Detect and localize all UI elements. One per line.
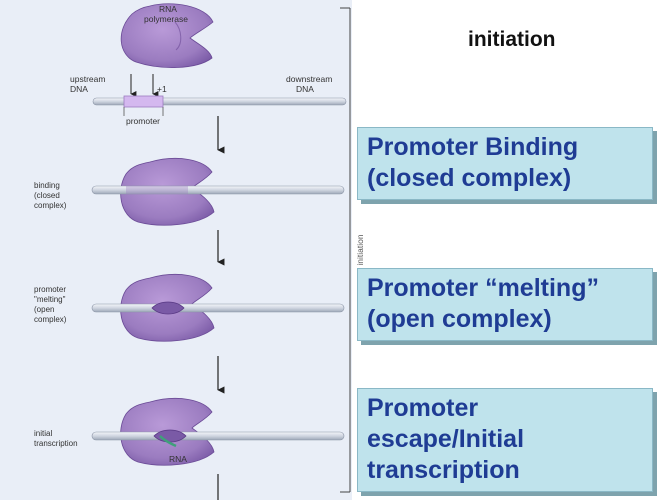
polymerase-label-line2: polymerase bbox=[144, 14, 188, 24]
open-step-label-line1: promoter bbox=[34, 285, 66, 294]
rna-label: RNA bbox=[169, 454, 187, 464]
promoter-region bbox=[123, 95, 164, 108]
promoter-binding-box-line2: (closed complex) bbox=[367, 164, 572, 192]
initiation-bracket: initiation bbox=[340, 7, 365, 493]
closed-step-label-line1: binding bbox=[34, 181, 60, 190]
initiation-bracket-label: initiation bbox=[355, 234, 365, 265]
closed-step-label-line2: (closed bbox=[34, 191, 60, 200]
open-complex: promoter "melting" (open complex) bbox=[34, 273, 345, 342]
open-step-label-line4: complex) bbox=[34, 315, 67, 324]
melted-bubble bbox=[151, 301, 185, 315]
promoter-melting-box: Promoter “melting” (open complex) bbox=[357, 268, 653, 341]
plus-one-label: +1 bbox=[157, 84, 167, 94]
promoter-escape-box-line3: transcription bbox=[367, 456, 520, 484]
promoter-escape-box-line2: escape/Initial bbox=[367, 425, 525, 453]
initial-step-label-line2: transcription bbox=[34, 439, 78, 448]
downstream-label-line2: DNA bbox=[296, 84, 314, 94]
initial-step-label-line1: initial bbox=[34, 429, 52, 438]
open-step-label-line2: "melting" bbox=[34, 295, 66, 304]
promoter-binding-box: Promoter Binding (closed complex) bbox=[357, 127, 653, 200]
initial-transcription: RNA initial transcription bbox=[34, 397, 345, 466]
polymerase-label-line1: RNA bbox=[159, 4, 177, 14]
upstream-label-line2: DNA bbox=[70, 84, 88, 94]
free-dna: upstream DNA downstream DNA +1 promoter bbox=[70, 74, 347, 126]
rna-polymerase-free: RNA polymerase bbox=[120, 3, 214, 68]
promoter-escape-box: Promoter escape/Initial transcription bbox=[357, 388, 653, 492]
promoter-melting-box-line2: (open complex) bbox=[367, 305, 552, 333]
open-step-label-line3: (open bbox=[34, 305, 54, 314]
promoter-label: promoter bbox=[126, 116, 160, 126]
promoter-binding-box-line1: Promoter Binding bbox=[367, 133, 579, 161]
promoter-escape-box-line1: Promoter bbox=[367, 394, 479, 422]
upstream-label-line1: upstream bbox=[70, 74, 105, 84]
rna-transcript bbox=[159, 435, 177, 448]
closed-complex: binding (closed complex) bbox=[34, 157, 345, 226]
downstream-label-line1: downstream bbox=[286, 74, 332, 84]
closed-step-label-line3: complex) bbox=[34, 201, 67, 210]
slide-title: initiation bbox=[468, 28, 556, 51]
promoter-melting-box-line1: Promoter “melting” bbox=[367, 274, 599, 302]
